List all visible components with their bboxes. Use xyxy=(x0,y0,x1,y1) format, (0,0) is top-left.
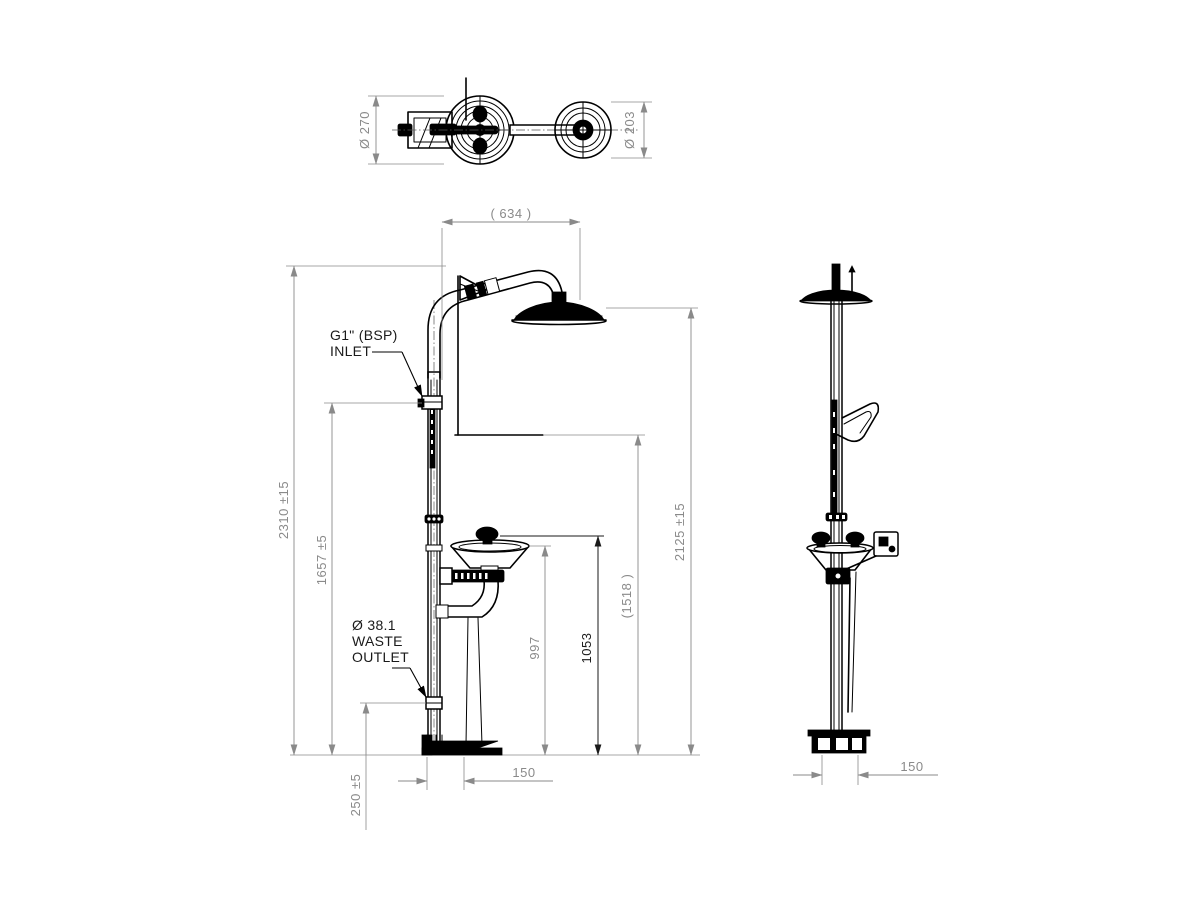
dimension-base-offset: 150 xyxy=(398,757,553,790)
dimension-inlet-height: 1657 ±5 xyxy=(314,402,422,756)
front-dim-label-250: 250 ±5 xyxy=(348,774,363,817)
front-riser-pipe xyxy=(427,300,441,752)
dimension-shower-head-diameter: Ø 270 xyxy=(357,95,444,165)
waste-callout-line3: OUTLET xyxy=(352,649,409,665)
front-base-plate xyxy=(421,734,503,756)
front-dim-label-2310: 2310 ±15 xyxy=(276,481,291,539)
side-shower-head xyxy=(799,263,873,305)
dimension-eyewash-bowl-diameter: Ø 203 xyxy=(611,101,652,159)
front-dim-label-634: ( 634 ) xyxy=(490,206,531,221)
front-eyewash-assembly xyxy=(435,526,530,746)
side-riser-collar xyxy=(825,512,848,522)
dimension-eyewash-bowl-height: 997 xyxy=(527,545,551,756)
front-dim-label-150: 150 xyxy=(512,765,535,780)
dimension-shower-head-height-ref: (1518 ) xyxy=(543,434,645,756)
dimension-waste-outlet-height: 250 ±5 xyxy=(348,702,426,830)
front-riser-collar-upper xyxy=(424,514,444,524)
waste-callout-line2: WASTE xyxy=(352,633,403,649)
front-dim-label-1657: 1657 ±5 xyxy=(314,535,329,585)
front-dim-label-997: 997 xyxy=(527,636,542,659)
plan-eyewash-bowl xyxy=(554,101,612,159)
plan-dim-label-270: Ø 270 xyxy=(357,111,372,149)
inlet-leader-arrow xyxy=(401,351,423,397)
dimension-base-offset-side: 150 xyxy=(793,755,938,785)
front-dim-label-1053: 1053 xyxy=(579,633,594,664)
front-riser-detail-band xyxy=(429,399,436,469)
waste-callout-line1: Ø 38.1 xyxy=(352,617,396,633)
front-inlet-fitting xyxy=(417,395,443,410)
dimension-shower-arm-reach: ( 634 ) xyxy=(441,206,581,380)
side-elevation-view: 150 xyxy=(793,263,938,785)
front-waste-outlet-fitting xyxy=(425,696,443,710)
plan-view: Ø 270 Ø 203 xyxy=(357,77,652,165)
plan-dim-label-203: Ø 203 xyxy=(622,111,637,149)
side-pull-handle xyxy=(835,402,880,443)
front-shower-head xyxy=(511,291,607,326)
inlet-callout-line1: G1" (BSP) xyxy=(330,327,398,343)
side-eyewash-assembly xyxy=(806,531,899,713)
front-shower-arm xyxy=(427,269,563,436)
front-elevation-view: ( 634 ) 2310 ±15 1657 ±5 250 ±5 997 xyxy=(276,206,700,830)
side-dim-label-150: 150 xyxy=(900,759,923,774)
annotation-waste-outlet-callout: Ø 38.1 WASTE OUTLET xyxy=(352,617,427,698)
dimension-overall-height: 2310 ±15 xyxy=(276,265,446,756)
waste-leader-arrow xyxy=(409,667,427,698)
side-base-plate xyxy=(807,729,871,754)
dimension-shower-head-height: 2125 ±15 xyxy=(606,307,698,756)
front-riser-collar-lower xyxy=(425,544,443,552)
inlet-callout-line2: INLET xyxy=(330,343,371,359)
side-riser-detail-band xyxy=(831,399,838,521)
annotation-inlet-callout: G1" (BSP) INLET xyxy=(330,327,423,397)
front-dim-label-1518: (1518 ) xyxy=(619,574,634,619)
front-dim-label-2125: 2125 ±15 xyxy=(672,503,687,561)
dimension-eyewash-spray-height: 1053 xyxy=(500,535,604,756)
